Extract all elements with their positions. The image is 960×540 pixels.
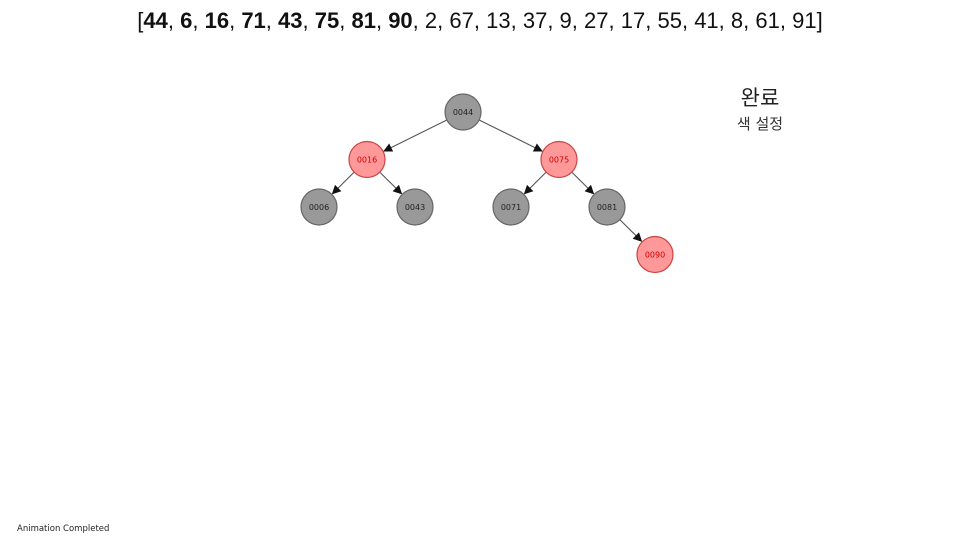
sequence-value: 55 — [657, 8, 682, 33]
node-label: 0044 — [453, 108, 473, 117]
sequence-value: 17 — [620, 8, 646, 33]
tree-edge — [571, 171, 595, 195]
node-circle — [588, 188, 626, 226]
insertion-sequence: [44, 6, 16, 71, 43, 75, 81, 90, 2, 67, 1… — [137, 8, 823, 33]
tree-edge — [379, 171, 403, 195]
sequence-value: 2 — [424, 8, 438, 33]
node-label: 0016 — [357, 156, 377, 165]
sequence-value: 41 — [694, 8, 719, 33]
tree-edge — [331, 171, 355, 195]
sequence-value: 43 — [278, 8, 303, 33]
tree-edge — [383, 119, 448, 152]
node-label: 0071 — [501, 203, 521, 212]
animation-status: Animation Completed — [17, 524, 110, 534]
sequence-value: 67 — [449, 8, 474, 33]
tree-edges — [331, 119, 643, 242]
node-label: 0090 — [645, 251, 665, 260]
tree-edge — [619, 219, 643, 242]
status-title: 완료 — [740, 86, 780, 110]
tree-edge — [523, 171, 547, 195]
tree-node-0044: 0044 — [444, 93, 482, 131]
status-subtitle: 색 설정 — [736, 115, 784, 133]
tree-node-0016: 0016 — [348, 140, 386, 179]
sequence-value: 91 — [792, 8, 817, 33]
tree-node-0081: 0081 — [588, 188, 626, 226]
sequence-value: 90 — [388, 8, 413, 33]
tree-node-0071: 0071 — [492, 188, 530, 226]
node-label: 0043 — [405, 203, 425, 212]
node-circle — [636, 235, 674, 274]
node-label: 0081 — [597, 203, 617, 212]
sequence-value: 9 — [559, 8, 572, 33]
sequence-value: 71 — [241, 8, 266, 33]
tree-node-0006: 0006 — [300, 188, 338, 226]
sequence-value: 75 — [314, 8, 340, 33]
sequence-value: 81 — [351, 8, 376, 33]
sequence-value: 61 — [755, 8, 780, 33]
node-circle — [540, 140, 578, 179]
tree-nodes: 0044 0016 0075 0006 0043 0071 0081 0090 — [300, 93, 674, 274]
sequence-value: 16 — [204, 8, 230, 33]
sequence-value: 13 — [486, 8, 511, 33]
node-circle — [492, 188, 530, 226]
tree-node-0090: 0090 — [636, 235, 674, 274]
sequence-value: 6 — [180, 8, 193, 33]
sequence-value: 37 — [522, 8, 548, 33]
sequence-value: 27 — [584, 8, 609, 33]
tree-edge — [478, 119, 543, 152]
node-circle — [348, 140, 386, 179]
node-circle — [396, 188, 434, 226]
tree-node-0043: 0043 — [396, 188, 434, 226]
node-circle — [300, 188, 338, 226]
sequence-value: 44 — [143, 8, 168, 33]
node-label: 0075 — [549, 156, 569, 165]
tree-node-0075: 0075 — [540, 140, 578, 179]
node-label: 0006 — [309, 203, 329, 212]
sequence-value: 8 — [730, 8, 744, 33]
node-circle — [444, 93, 482, 131]
